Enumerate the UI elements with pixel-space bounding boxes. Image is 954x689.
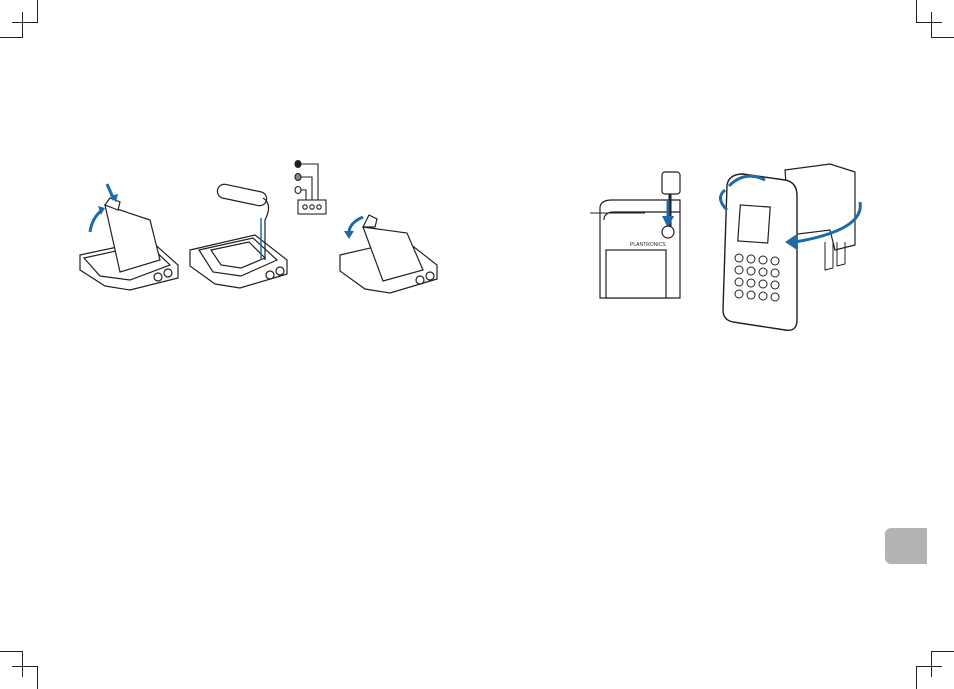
- headset-plug-figure: PLANTRONICS: [590, 160, 690, 300]
- arrow-rotate-icon: [349, 217, 363, 233]
- brand-mark: PLANTRONICS: [630, 242, 666, 248]
- battery-insert-figure: [185, 180, 295, 295]
- device-clip-figure: [705, 150, 875, 335]
- crop-mark: [916, 666, 942, 667]
- crop-mark: [932, 651, 954, 652]
- crop-mark: [12, 666, 38, 667]
- crop-mark: [916, 22, 942, 23]
- crop-mark: [22, 12, 23, 38]
- crop-mark: [916, 667, 917, 689]
- crop-mark: [37, 667, 38, 689]
- crop-mark: [12, 22, 38, 23]
- section-tab: [885, 528, 927, 564]
- crop-mark: [22, 651, 23, 677]
- crop-mark: [931, 651, 932, 677]
- crop-mark: [0, 37, 22, 38]
- crop-mark: [37, 0, 38, 22]
- crop-mark: [931, 12, 932, 38]
- battery-cover-open-figure: [70, 180, 185, 295]
- crop-mark: [0, 651, 22, 652]
- crop-mark: [916, 0, 917, 22]
- connector-icon: [290, 158, 335, 218]
- battery-cover-close-figure: [335, 205, 445, 300]
- crop-mark: [932, 37, 954, 38]
